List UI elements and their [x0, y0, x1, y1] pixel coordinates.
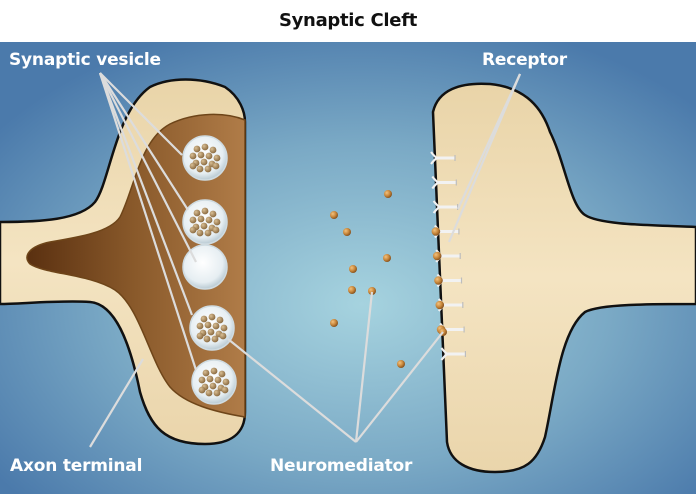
vesicle-neuromediator [206, 375, 214, 383]
receptor-bound [434, 273, 463, 288]
synapse-illustration [0, 42, 696, 494]
synapse-scene: Synaptic vesicle Receptor Axon terminal … [0, 42, 696, 494]
leader-line-neuro-3 [355, 331, 444, 443]
vesicle-neuromediator [209, 382, 217, 390]
vesicle-neuromediator [208, 313, 216, 321]
neuromediator [349, 265, 357, 273]
vesicle-neuromediator [210, 367, 218, 375]
vesicle-neuromediator [197, 151, 205, 159]
vesicle-neuromediator [193, 209, 201, 217]
leader-line-axon [89, 358, 144, 448]
leader-line-vesicle-3 [99, 72, 197, 263]
free-neuromediators [330, 190, 447, 368]
vesicle-neuromediator [220, 324, 228, 332]
vesicle-neuromediator [205, 389, 213, 397]
neuromediator [368, 287, 376, 295]
vesicle-neuromediator [200, 222, 208, 230]
vesicle-neuromediator [212, 226, 220, 234]
label-receptor: Receptor [482, 50, 567, 70]
leader-line-vesicle-4 [98, 72, 194, 316]
leader-line-neuro-1 [227, 338, 357, 443]
vesicle-neuromediator [189, 162, 197, 170]
vesicle-neuromediator [198, 386, 206, 394]
vesicle-neuromediator [207, 328, 215, 336]
vesicle-neuromediator [189, 226, 197, 234]
vesicle-neuromediator [218, 370, 226, 378]
vesicle-neuromediator [193, 145, 201, 153]
receptor-bound [432, 249, 461, 263]
leader-line-vesicle-5 [98, 72, 198, 371]
vesicle-neuromediator [205, 152, 213, 160]
vesicle-neuromediator [204, 229, 212, 237]
vesicle-neuromediator [209, 146, 217, 154]
vesicle-neuromediator [196, 332, 204, 340]
synaptic-vesicle [182, 135, 228, 181]
label-neuromediator: Neuromediator [270, 456, 413, 476]
receptor-bound [435, 298, 464, 312]
vesicle-neuromediator [216, 316, 224, 324]
vesicle-neuromediator [213, 154, 221, 162]
vesicle-neuromediator [196, 322, 204, 330]
axon-terminal-cytoplasm [26, 113, 246, 418]
vesicle-neuromediator [196, 165, 204, 173]
receptor-bound [431, 224, 460, 239]
vesicle-neuromediator [219, 332, 227, 340]
leader-line-neuro-2 [354, 291, 374, 443]
neuromediator [330, 211, 338, 219]
neuromediator [384, 190, 392, 198]
vesicle-neuromediator [222, 378, 230, 386]
vesicle-neuromediator [203, 335, 211, 343]
vesicle-neuromediator [204, 321, 212, 329]
bound-neuromediator [434, 276, 443, 285]
bound-neuromediator [435, 300, 445, 310]
receptor [432, 200, 459, 214]
diagram-title: Synaptic Cleft [278, 10, 418, 31]
synaptic-vesicle [191, 359, 237, 405]
synaptic-vesicle [182, 199, 228, 245]
vesicle-neuromediator [196, 229, 204, 237]
neuromediator [397, 360, 405, 368]
leader-line-vesicle-1 [99, 72, 183, 156]
leader-lines [89, 72, 522, 448]
neuromediator [348, 286, 356, 294]
label-axon-terminal: Axon terminal [10, 456, 143, 476]
synaptic-vesicle [189, 305, 235, 351]
label-synaptic-vesicle: Synaptic vesicle [9, 50, 161, 70]
vesicle-neuromediator [201, 143, 209, 151]
vesicle-neuromediator [204, 165, 212, 173]
leader-line-vesicle-2 [99, 72, 189, 211]
neuromediator [383, 254, 391, 262]
neuromediator [330, 319, 338, 327]
vesicle-neuromediator [211, 335, 219, 343]
leader-line-receptor-2 [447, 73, 522, 243]
neuromediator [343, 228, 351, 236]
vesicle-neuromediator [205, 216, 213, 224]
vesicle-neuromediator [213, 389, 221, 397]
vesicle-neuromediator [197, 215, 205, 223]
postsynaptic-membrane [431, 82, 696, 474]
vesicle-neuromediator [212, 162, 220, 170]
vesicle-neuromediator [202, 369, 210, 377]
bound-neuromediator [432, 251, 442, 261]
vesicle-neuromediator [189, 152, 197, 160]
vesicle-neuromediator [214, 376, 222, 384]
receptors [430, 151, 466, 361]
vesicle-neuromediator [221, 386, 229, 394]
vesicle-neuromediator [201, 207, 209, 215]
receptor [430, 151, 456, 165]
vesicle-neuromediator [200, 315, 208, 323]
vesicle-neuromediator [198, 376, 206, 384]
receptor [431, 175, 457, 190]
vesicle-neuromediator [189, 216, 197, 224]
vesicle-neuromediator [213, 218, 221, 226]
vesicle-neuromediator [212, 322, 220, 330]
vesicle-neuromediator [200, 158, 208, 166]
synaptic-vesicles [182, 135, 237, 405]
receptor [440, 347, 466, 361]
vesicle-neuromediator [209, 210, 217, 218]
bound-neuromediator [431, 227, 441, 236]
